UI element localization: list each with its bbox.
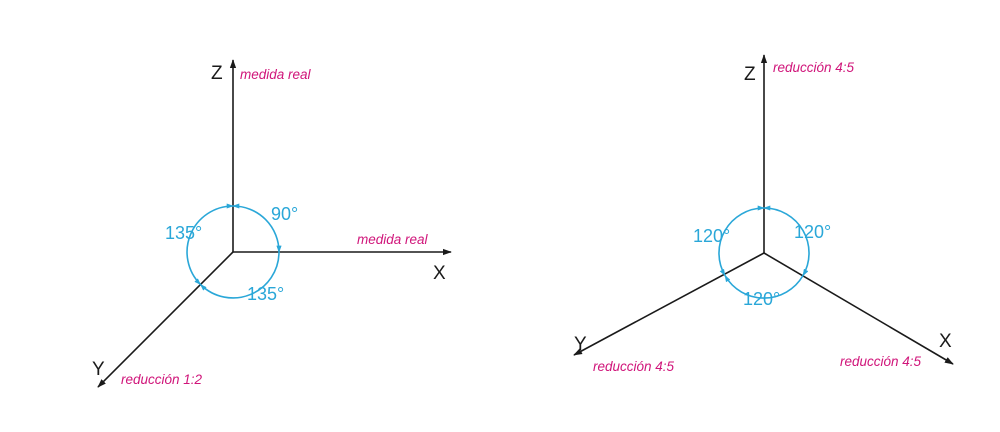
right-x-axis [763, 252, 954, 365]
left-axis-x-letter: X [433, 263, 446, 284]
right-label-y: reducción 4:5 [593, 359, 675, 374]
right-diagram: Z X Y reducción 4:5 reducción 4:5 reducc… [573, 54, 954, 374]
left-arc-zx [226, 203, 282, 253]
right-axis-y-letter: Y [574, 334, 587, 355]
left-angle-xy: 135° [247, 284, 284, 304]
right-angle-xy: 120° [743, 289, 780, 309]
left-angle-zy: 135° [165, 223, 202, 243]
left-axis-y-letter: Y [92, 359, 105, 380]
right-label-z: reducción 4:5 [773, 60, 855, 75]
left-label-z: medida real [240, 67, 312, 82]
left-axis-z-letter: Z [211, 63, 223, 84]
left-arc-xy [199, 245, 282, 299]
right-label-x: reducción 4:5 [840, 354, 922, 369]
right-arc-zy [718, 205, 771, 277]
right-axis-z-letter: Z [744, 64, 756, 85]
left-diagram: Z X Y medida real medida real reducción … [92, 59, 452, 388]
left-arc-zy [186, 203, 240, 286]
right-axis-x-letter: X [939, 331, 952, 352]
left-angle-zx: 90° [271, 204, 298, 224]
right-angle-zy: 120° [693, 226, 730, 246]
left-label-x: medida real [357, 232, 429, 247]
left-y-axis [97, 251, 234, 388]
right-angle-zx: 120° [794, 222, 831, 242]
right-y-axis [573, 252, 765, 356]
right-arc-xy [724, 268, 809, 299]
left-label-y: reducción 1:2 [121, 372, 203, 387]
right-arc-zx [757, 205, 810, 277]
